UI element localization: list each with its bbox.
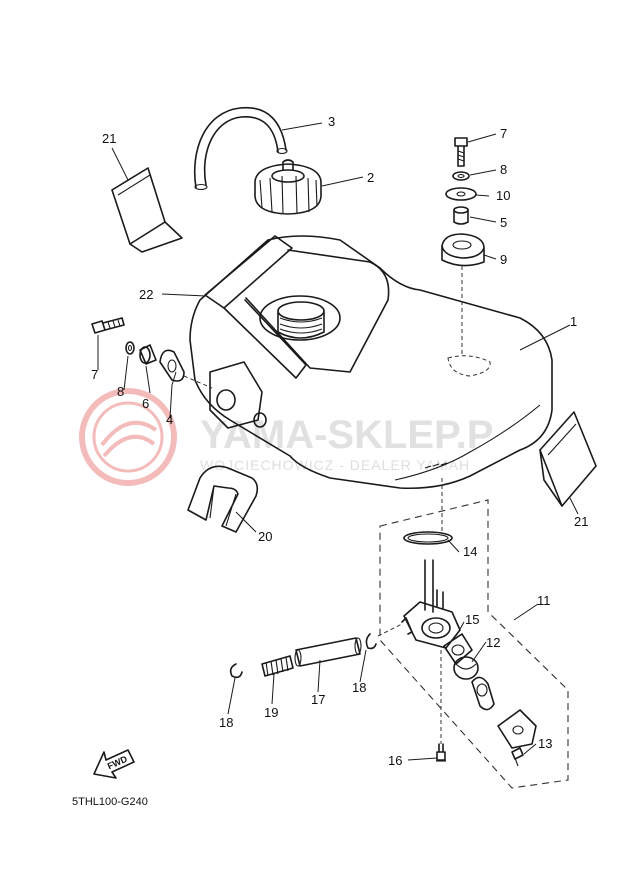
part-clip-left [229,663,243,679]
part-spring [261,655,294,677]
part-washer-left [125,341,135,355]
callout-13: 13 [538,736,552,751]
part-washer-small-right [452,171,470,181]
guide-line-hose [377,623,403,637]
callouts: 1 2 3 4 5 6 7 7 8 8 9 10 11 12 13 14 15 … [91,114,588,768]
part-washer-large-right [445,187,477,201]
watermark-subtitle: WOJCIECHOWICZ - DEALER YAMAH [200,457,470,473]
guide-line-left [183,375,213,389]
fwd-arrow-icon: FWD [93,749,135,779]
leader-lines [97,122,579,761]
part-bracket-right [539,411,597,507]
callout-10: 10 [496,188,510,203]
callout-15: 15 [465,612,479,627]
callout-6: 6 [142,396,149,411]
callout-4: 4 [166,412,173,427]
part-fuel-tank [189,235,553,490]
part-clip-right [365,633,377,650]
part-bracket-left [111,167,183,253]
part-grommet-left [159,349,185,382]
callout-8-left: 8 [117,384,124,399]
part-plate [497,709,537,749]
watermark-logo [79,388,177,486]
part-screw-13 [511,747,524,767]
part-collar-left [139,344,157,365]
diagram-code: 5THL100-G240 [72,796,148,808]
callout-20: 20 [258,529,272,544]
part-lever [471,676,495,711]
callout-21-right: 21 [574,514,588,529]
part-cover [187,465,259,533]
callout-14: 14 [463,544,477,559]
callout-3: 3 [328,114,335,129]
callout-18-left: 18 [219,715,233,730]
callout-7-right: 7 [500,126,507,141]
part-fuel-hose [294,637,362,667]
part-bolt-right [454,137,468,167]
callout-16: 16 [388,753,402,768]
part-fuel-cap [254,159,322,215]
callout-12: 12 [486,635,500,650]
callout-21-left: 21 [102,131,116,146]
callout-5: 5 [500,215,507,230]
watermark-title: YAMA-SKLEP.P [200,413,493,457]
callout-19: 19 [264,705,278,720]
part-breather-hose [194,106,288,191]
part-sediment-cup [453,656,479,680]
callout-7-left: 7 [91,367,98,382]
callout-8-right: 8 [500,162,507,177]
callout-2: 2 [367,170,374,185]
callout-18-right: 18 [352,680,366,695]
part-screw-16 [436,743,446,762]
callout-9: 9 [500,252,507,267]
part-petcock [401,559,461,649]
part-gasket [443,633,473,665]
part-o-ring [403,531,453,545]
watermark: YAMA-SKLEP.P WOJCIECHOWICZ - DEALER YAMA… [79,388,493,486]
callout-11: 11 [537,593,551,608]
part-collar-right [453,206,469,225]
part-bolt-left [91,317,125,334]
callout-17: 17 [311,692,325,707]
callout-22: 22 [139,287,153,302]
callout-1: 1 [570,314,577,329]
part-grommet-right [441,233,485,267]
